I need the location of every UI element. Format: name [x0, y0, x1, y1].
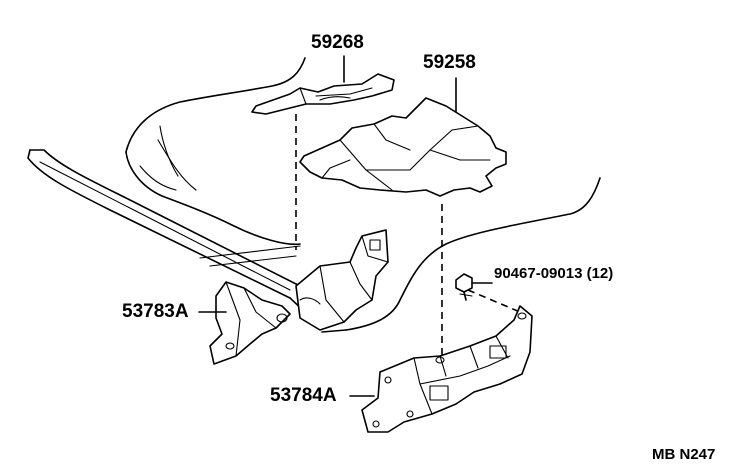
part-number-53784A: 53784A [270, 385, 337, 406]
part-59268-shape [251, 55, 395, 115]
part-53784A-shape [349, 305, 533, 433]
part-number-90467: 90467-09013 (12) [494, 265, 614, 282]
part-number-53783A: 53783A [122, 301, 189, 322]
part-53783A-shape [198, 281, 291, 365]
part-number-59268: 59268 [311, 32, 364, 53]
body-floor-outline [27, 57, 601, 333]
floor-mount-bracket [295, 229, 389, 331]
part-number-59258: 59258 [423, 52, 476, 73]
part-59258-shape [299, 77, 507, 197]
bolt-90467-shape [455, 273, 493, 301]
figure-code: MB N247 [652, 446, 716, 463]
alignment-line-bolt [467, 289, 521, 313]
